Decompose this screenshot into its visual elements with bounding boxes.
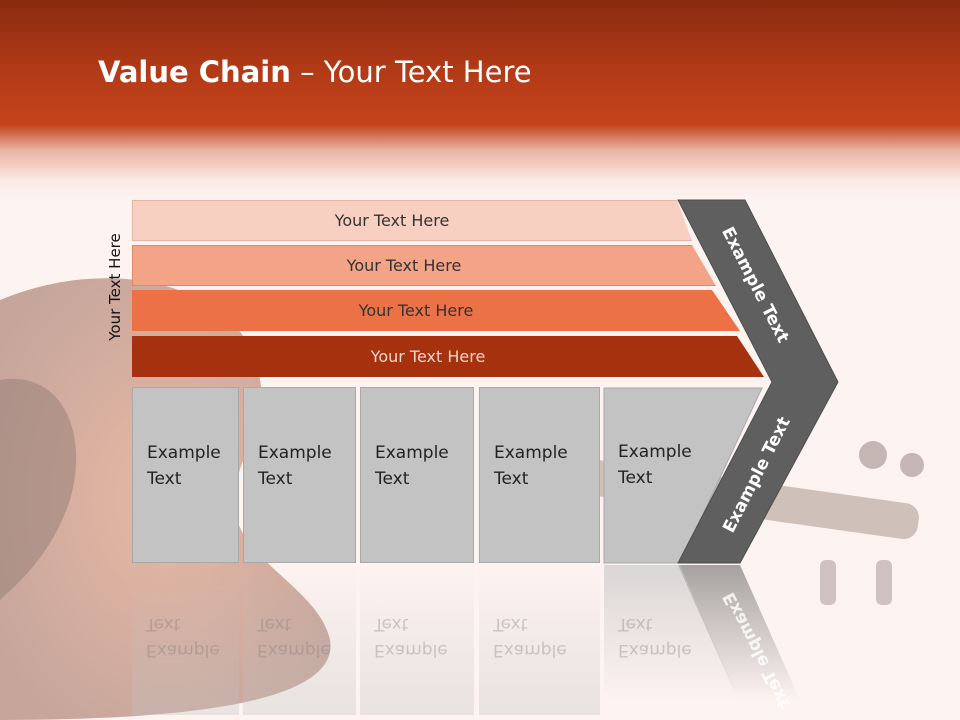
box-3-reflection-line2: Text <box>374 614 409 634</box>
title-rest: – Your Text Here <box>290 55 532 89</box>
chain-bar-2-label: Your Text Here <box>346 256 462 275</box>
box-2-reflection: Example Text <box>243 565 356 715</box>
example-box-5-line2: Text <box>618 468 653 488</box>
chain-bar-1-label: Your Text Here <box>334 211 450 230</box>
box-1-reflection: Example Text <box>132 565 239 715</box>
box-4-reflection: Example Text <box>479 565 600 715</box>
slide-title: Value Chain – Your Text Here <box>98 55 532 89</box>
example-box-2-line1: Example <box>258 443 332 463</box>
title-bold: Value Chain <box>98 55 291 89</box>
box-5-reflection-line1: Example <box>618 640 692 660</box>
box-2-reflection-line2: Text <box>257 614 292 634</box>
chain-bar-3-label: Your Text Here <box>358 301 474 320</box>
chain-bar-1: Your Text Here <box>132 200 692 241</box>
box-1-reflection-line1: Example <box>146 640 220 660</box>
chain-bar-3: Your Text Here <box>132 290 740 331</box>
example-box-4-line1: Example <box>494 443 568 463</box>
example-box-5-line1: Example <box>618 442 692 462</box>
example-box-1-line2: Text <box>147 469 182 489</box>
box-4-reflection-line1: Example <box>493 640 567 660</box>
box-1-reflection-line2: Text <box>146 614 181 634</box>
box-5-reflection-line2: Text <box>618 614 653 634</box>
chain-bar-2: Your Text Here <box>132 245 716 286</box>
header-band: Value Chain – Your Text Here <box>0 0 960 200</box>
example-box-2-line2: Text <box>258 469 293 489</box>
box-4-reflection-line2: Text <box>493 614 528 634</box>
box-5-reflection: Example Text <box>604 565 704 715</box>
box-2-reflection-line1: Example <box>257 640 331 660</box>
example-box-1-line1: Example <box>147 443 221 463</box>
chain-bar-4-label: Your Text Here <box>370 347 486 366</box>
box-3-reflection: Example Text <box>360 565 474 715</box>
example-box-3-line1: Example <box>375 443 449 463</box>
box-3-reflection-line1: Example <box>374 640 448 660</box>
chain-bar-4: Your Text Here <box>132 336 764 377</box>
example-box-3-line2: Text <box>375 469 410 489</box>
example-box-4-line2: Text <box>494 469 529 489</box>
